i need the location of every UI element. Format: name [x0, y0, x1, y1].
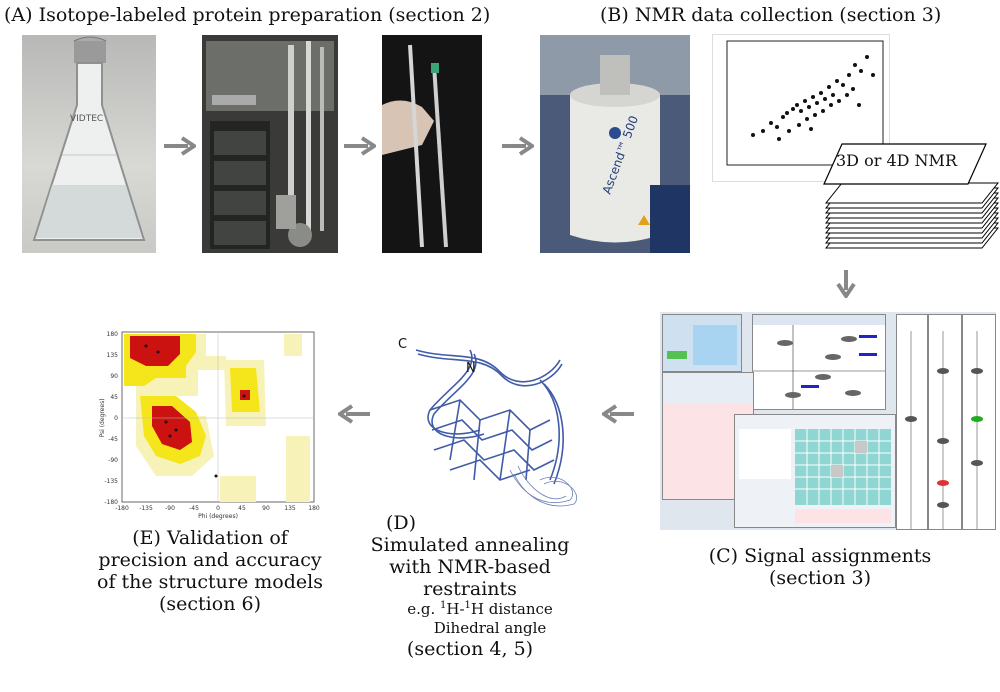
assign-strip-2-peaks [937, 331, 949, 529]
arrow-right-2 [344, 136, 376, 156]
assign-strip-1-peaks [905, 331, 917, 529]
x-tick-m135: -135 [139, 505, 153, 512]
x-tick-45: 45 [238, 505, 246, 512]
purification-system-photo [202, 35, 338, 253]
panel-e-line4: (section 6) [159, 593, 261, 615]
ramachandran-svg: 180 135 90 45 0 -45 -90 -135 -180 -180 -… [99, 331, 320, 520]
assign-strip-2 [928, 314, 962, 530]
ramachandran-xlabel: Phi (degrees) [198, 513, 238, 520]
y-tick-90: 90 [110, 373, 118, 380]
x-tick-135: 135 [284, 505, 296, 512]
nmr-magnet-photo: Ascend™ 500 [540, 35, 690, 253]
assign-strip-3-peaks [971, 331, 983, 529]
nmr-tube-photo [382, 35, 482, 253]
chromatography-image [202, 35, 338, 253]
panel-a-title: (A) Isotope-labeled protein preparation … [4, 4, 491, 26]
assign-window-table [734, 414, 896, 528]
nmr-3d-stack [823, 143, 1000, 249]
assign-table-grid [739, 429, 891, 523]
panel-e-caption: (E) Validation of precision and accuracy… [80, 527, 340, 615]
panel-d-line1: (D) [386, 512, 417, 534]
panel-e-line2: precision and accuracy [98, 549, 322, 571]
arrow-down [836, 270, 856, 298]
x-tick-m45: -45 [189, 505, 199, 512]
y-tick-135: 135 [107, 352, 119, 359]
x-tick-m90: -90 [165, 505, 175, 512]
panel-d-line4: restraints [423, 578, 517, 600]
x-tick-180: 180 [308, 505, 320, 512]
assign-window-menu [662, 314, 742, 372]
panel-c-line1: (C) Signal assignments [708, 545, 932, 567]
flask-image: VIDTEC [32, 36, 146, 241]
arrow-left-1 [602, 404, 634, 424]
panel-d-line5: (section 4, 5) [406, 638, 534, 660]
panel-e-line1: (E) Validation of [132, 527, 288, 549]
x-tick-90: 90 [262, 505, 270, 512]
y-tick-m180: -180 [104, 499, 118, 506]
panel-d-line3: with NMR-based [389, 556, 551, 578]
structure-ensemble: C N [398, 337, 577, 507]
panel-c-caption: (C) Signal assignments (section 3) [690, 545, 950, 589]
assign-strip-1 [896, 314, 928, 530]
panel-d-line2: Simulated annealing [370, 534, 570, 556]
n-label-c: C [398, 337, 407, 352]
panel-b-title: (B) NMR data collection (section 3) [600, 4, 942, 26]
y-tick-0: 0 [114, 415, 118, 422]
magnet-image: Ascend™ 500 [540, 35, 690, 253]
flask-brand-text: VIDTEC [70, 114, 103, 124]
x-tick-m180: -180 [115, 505, 129, 512]
panel-d-example-distance: e.g. 1H-1H distance [407, 600, 553, 618]
signal-assignment-screens [660, 312, 996, 530]
y-tick-m90: -90 [108, 457, 118, 464]
ramachandran-plot: 180 135 90 45 0 -45 -90 -135 -180 -180 -… [96, 326, 326, 520]
y-tick-m45: -45 [108, 436, 118, 443]
flask-photo: VIDTEC [22, 35, 156, 253]
panel-d-example-dihedral: Dihedral angle [433, 619, 547, 637]
arrow-right-1 [164, 136, 196, 156]
ramachandran-ylabel: Psi (degrees) [99, 398, 106, 437]
y-tick-45: 45 [110, 394, 118, 401]
assign-window-spectrum [752, 314, 886, 410]
panel-c-line2: (section 3) [769, 567, 871, 589]
assign-strip-3 [962, 314, 996, 530]
hsqc-spectrum-plot [726, 40, 884, 166]
arrow-left-2 [338, 404, 370, 424]
x-tick-0: 0 [216, 505, 220, 512]
arrow-right-3 [502, 136, 534, 156]
nmr-stack-label: 3D or 4D NMR [836, 151, 957, 170]
n-label-n: N [466, 361, 476, 376]
y-tick-m135: -135 [104, 478, 118, 485]
assign-spectrum-peaks [753, 315, 885, 409]
panel-e-line3: of the structure models [97, 571, 323, 593]
panel-d-caption: (D) Simulated annealing with NMR-based r… [350, 512, 590, 660]
y-tick-180: 180 [107, 331, 119, 338]
nmr-tube-image [382, 35, 482, 253]
